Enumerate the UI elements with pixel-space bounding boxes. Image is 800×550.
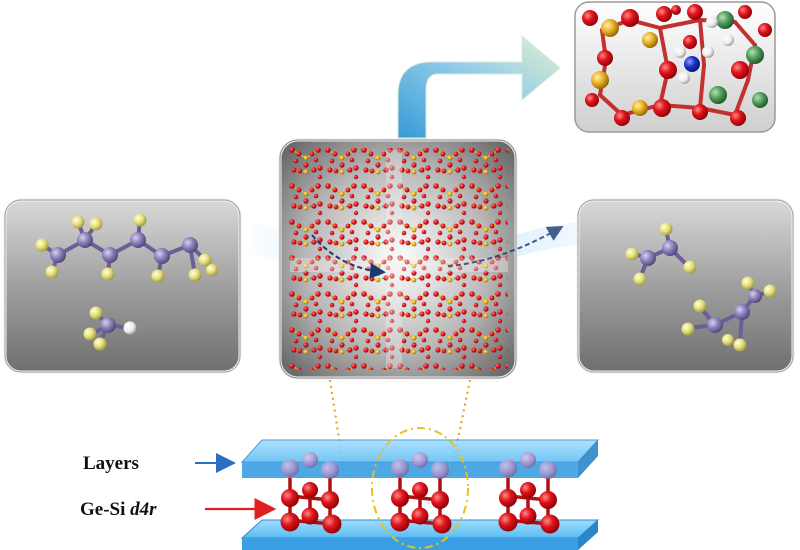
reactant-molecules-panel — [3, 198, 242, 374]
layer-atoms — [281, 452, 557, 479]
d4r-highlight-ellipse — [371, 427, 469, 549]
transform-arrow — [397, 34, 561, 139]
d4r-label-prefix: Ge-Si — [80, 499, 130, 520]
legend-labels: Layers Ge-Si d4r — [80, 453, 277, 520]
zeolite-framework-panel — [278, 138, 564, 380]
product-molecule-1 — [625, 222, 697, 286]
d4r-label: Ge-Si d4r — [80, 499, 157, 520]
product-molecule-2 — [681, 276, 777, 352]
d4r-atoms — [280, 482, 560, 534]
product-molecules-panel — [576, 198, 795, 374]
zoom-guide-lines — [328, 379, 472, 479]
d4r-label-italic: d4r — [130, 499, 157, 520]
small-molecule — [83, 306, 137, 351]
layers-label: Layers — [83, 453, 139, 474]
d4r-cage-structure — [582, 4, 772, 126]
layered-structure — [240, 427, 600, 550]
long-chain-molecule — [35, 213, 218, 283]
d4r-closeup-panel — [574, 1, 776, 133]
